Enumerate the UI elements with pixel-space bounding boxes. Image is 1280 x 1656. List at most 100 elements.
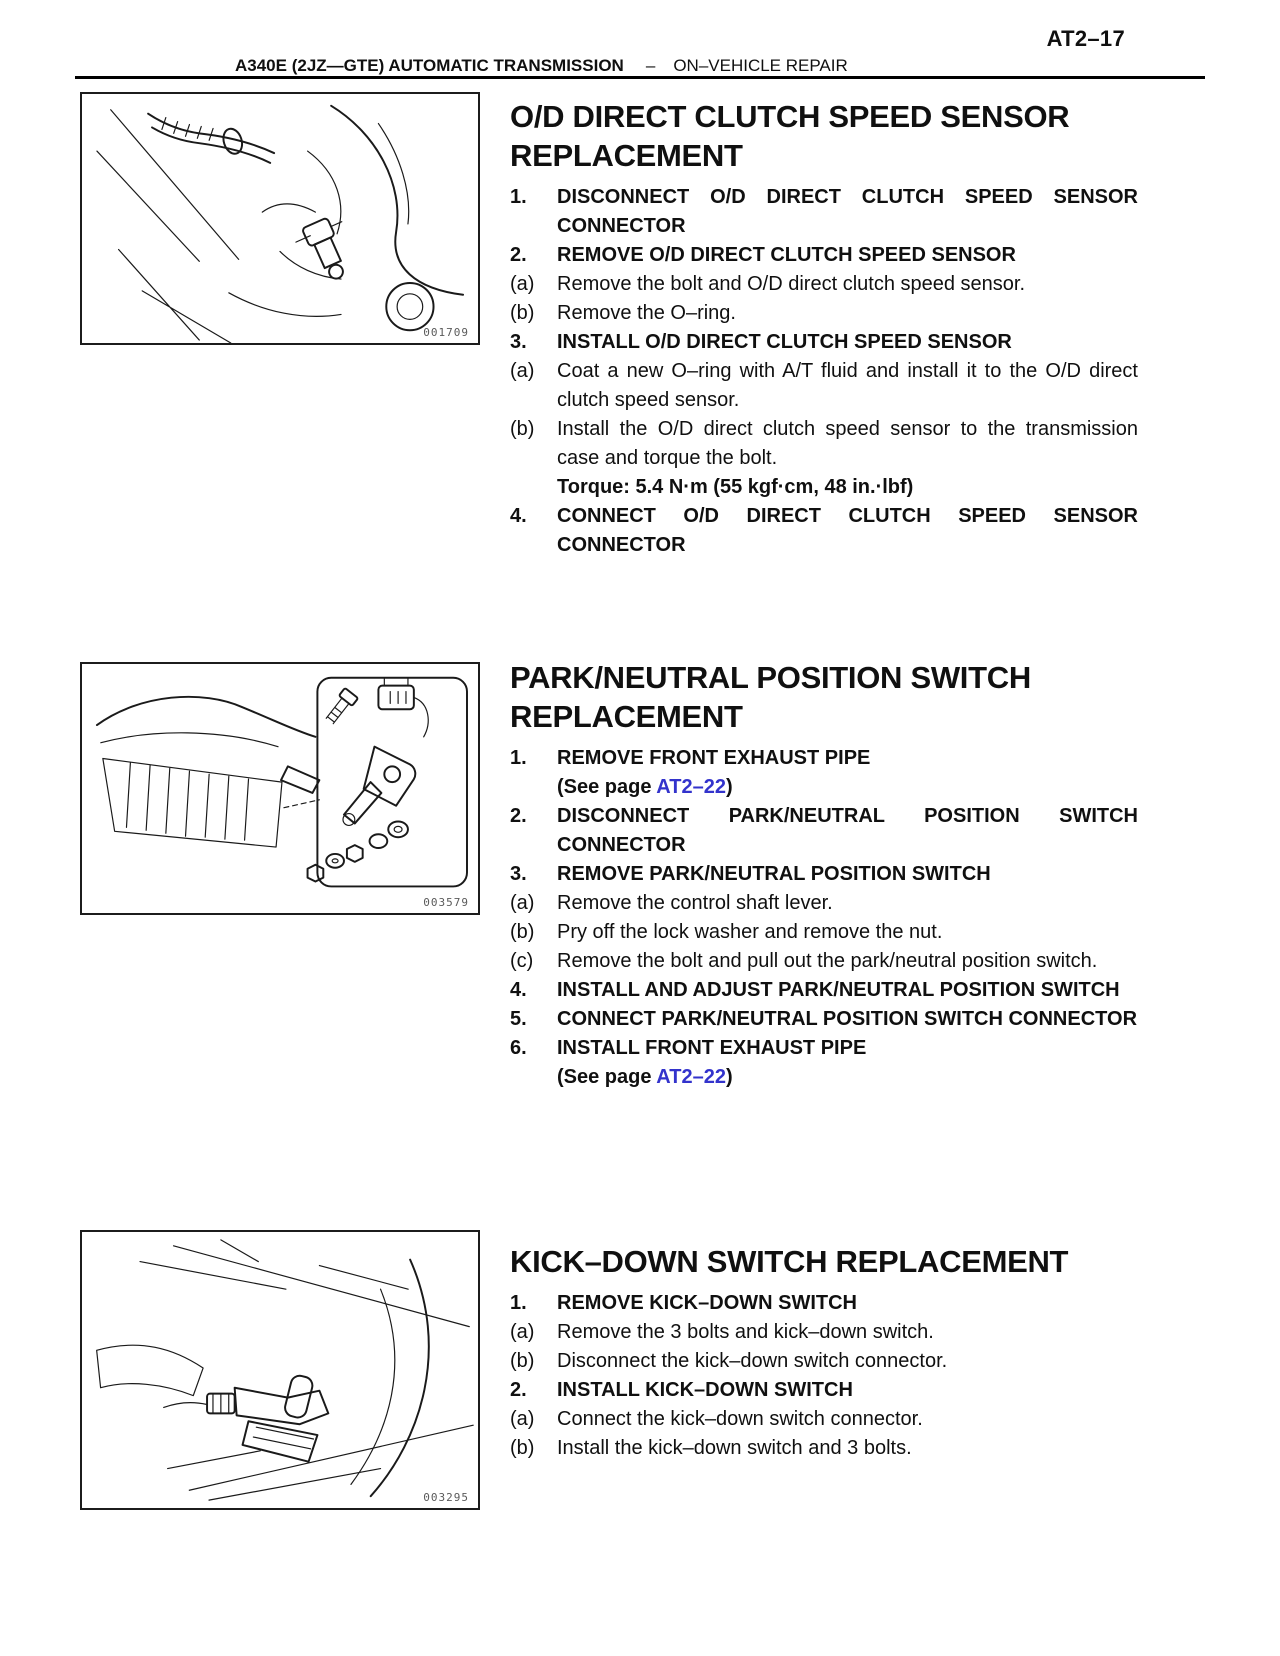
- step-text: CONNECT PARK/NEUTRAL POSITION SWITCH CON…: [557, 1008, 1138, 1030]
- running-header: A340E (2JZ—GTE) AUTOMATIC TRANSMISSION –O…: [235, 56, 848, 76]
- substep-text: Remove the O–ring.: [557, 302, 736, 324]
- step: 4.CONNECT O/D DIRECT CLUTCH SPEED SENSOR…: [510, 502, 1138, 560]
- substep: (b) Install the O/D direct clutch speed s…: [510, 415, 1138, 473]
- substep: (b) Install the kick–down switch and 3 bo…: [510, 1434, 1138, 1463]
- substep-letter: (b): [510, 921, 535, 943]
- page-link-at2-22[interactable]: AT2–22: [656, 1066, 726, 1088]
- substep-letter: (c): [510, 950, 534, 972]
- step: 5. CONNECT PARK/NEUTRAL POSITION SWITCH C…: [510, 1005, 1138, 1034]
- see-page-prefix: (See page: [557, 776, 657, 798]
- torque-spec: Torque: 5.4 N·m (55 kgf·cm, 48 in.·lbf): [510, 473, 1138, 502]
- see-page-note: (See page AT2–22): [510, 773, 1138, 802]
- running-header-separator: –: [645, 56, 656, 75]
- step: 3. INSTALL O/D DIRECT CLUTCH SPEED SENSOR: [510, 328, 1138, 357]
- see-page-suffix: ): [725, 1066, 733, 1088]
- step-text: REMOVE FRONT EXHAUST PIPE: [557, 747, 871, 769]
- substep-letter: (a): [510, 892, 535, 914]
- step-number: 5.: [510, 1008, 527, 1030]
- section-title: KICK–DOWN SWITCH REPLACEMENT: [510, 1244, 1069, 1279]
- od-speed-sensor-illustration: [96, 104, 465, 343]
- step-text: REMOVE PARK/NEUTRAL POSITION SWITCH: [557, 863, 991, 885]
- substep: (b) Remove the O–ring.: [510, 299, 1138, 328]
- substep: (c) Remove the bolt and pull out the park…: [510, 947, 1138, 976]
- switch-harness: [163, 1402, 208, 1409]
- step-text: REMOVE KICK–DOWN SWITCH: [557, 1292, 857, 1314]
- sensor-harness: [261, 203, 317, 213]
- substep-text: Remove the control shaft lever.: [557, 892, 833, 914]
- step: 2. REMOVE O/D DIRECT CLUTCH SPEED SENSOR: [510, 241, 1138, 270]
- step: 2. INSTALL KICK–DOWN SWITCH: [510, 1376, 1138, 1405]
- section-kick-down-switch: KICK–DOWN SWITCH REPLACEMENT 1.REMOVE KI…: [510, 1242, 1138, 1463]
- step-number: 3.: [510, 863, 527, 885]
- step-number: 2.: [510, 805, 527, 827]
- running-header-title: A340E (2JZ—GTE) AUTOMATIC TRANSMISSION: [235, 56, 624, 75]
- step-text: INSTALL KICK–DOWN SWITCH: [557, 1379, 853, 1401]
- substep: (b) Disconnect the kick–down switch conne…: [510, 1347, 1138, 1376]
- page-number: AT2–17: [1046, 26, 1125, 51]
- step-text: INSTALL O/D DIRECT CLUTCH SPEED SENSOR: [557, 331, 1012, 353]
- substep-text: Install the O/D direct clutch speed sens…: [557, 418, 1138, 469]
- section-title: PARK/NEUTRAL POSITION SWITCH REPLACEMENT: [510, 660, 1031, 734]
- substep-text: Remove the 3 bolts and kick–down switch.: [557, 1321, 934, 1343]
- substep: (a)Remove the 3 bolts and kick–down swit…: [510, 1318, 1138, 1347]
- page-link-at2-22[interactable]: AT2–22: [656, 776, 726, 798]
- substep: (a) Remove the control shaft lever.: [510, 889, 1138, 918]
- substep-text: Remove the bolt and pull out the park/ne…: [557, 950, 1098, 972]
- substep-text: Connect the kick–down switch connector.: [557, 1408, 923, 1430]
- substep: (a)Connect the kick–down switch connecto…: [510, 1405, 1138, 1434]
- step-text: DISCONNECT PARK/NEUTRAL POSITION SWITCH …: [557, 805, 1138, 856]
- substep-text: Install the kick–down switch and 3 bolts…: [557, 1437, 912, 1459]
- section-od-speed-sensor: O/D DIRECT CLUTCH SPEED SENSOR REPLACEME…: [510, 97, 1138, 560]
- step-number: 4.: [510, 979, 527, 1001]
- park-neutral-switch-illustration: [95, 676, 468, 888]
- kick-down-switch-illustration: [96, 1239, 474, 1501]
- substep-text: Remove the bolt and O/D direct clutch sp…: [557, 273, 1026, 295]
- step: 2. DISCONNECT PARK/NEUTRAL POSITION SWITC…: [510, 802, 1138, 860]
- figure-code: 001709: [423, 326, 469, 339]
- step-number: 2.: [510, 244, 527, 266]
- figure-code: 003295: [423, 1491, 469, 1504]
- control-shaft-lever: [279, 765, 321, 794]
- step-number: 1.: [510, 186, 527, 208]
- step-text: REMOVE O/D DIRECT CLUTCH SPEED SENSOR: [557, 244, 1016, 266]
- step-text: DISCONNECT O/D DIRECT CLUTCH SPEED SENSO…: [557, 186, 1138, 237]
- step-number: 4.: [510, 505, 527, 527]
- figure-od-speed-sensor: 001709: [80, 92, 480, 345]
- step: 4. INSTALL AND ADJUST PARK/NEUTRAL POSITI…: [510, 976, 1138, 1005]
- step: 1.REMOVE KICK–DOWN SWITCH: [510, 1289, 1138, 1318]
- figure-code: 003579: [423, 896, 469, 909]
- running-header-section: ON–VEHICLE REPAIR: [673, 56, 848, 75]
- figure-park-neutral-switch: 003579: [80, 662, 480, 915]
- speed-sensor: [295, 217, 344, 280]
- kick-down-switch: [206, 1374, 330, 1426]
- pedal: [241, 1420, 319, 1463]
- step-text: INSTALL FRONT EXHAUST PIPE: [557, 1037, 867, 1059]
- substep: (a) Remove the bolt and O/D direct clutch…: [510, 270, 1138, 299]
- substep-letter: (b): [510, 302, 535, 324]
- step: 6. INSTALL FRONT EXHAUST PIPE: [510, 1034, 1138, 1063]
- step-number: 1.: [510, 747, 527, 769]
- substep-text: Coat a new O–ring with A/T fluid and ins…: [557, 360, 1138, 411]
- section-park-neutral-switch: PARK/NEUTRAL POSITION SWITCH REPLACEMENT…: [510, 658, 1138, 1092]
- substep-text: Disconnect the kick–down switch connecto…: [557, 1350, 948, 1372]
- section-title: O/D DIRECT CLUTCH SPEED SENSOR REPLACEME…: [510, 99, 1070, 173]
- substep: (b)Pry off the lock washer and remove th…: [510, 918, 1138, 947]
- substep-letter: (b): [510, 1437, 535, 1459]
- substep-letter: (a): [510, 360, 535, 382]
- substep-letter: (a): [510, 273, 535, 295]
- step-number: 6.: [510, 1037, 527, 1059]
- see-page-suffix: ): [725, 776, 733, 798]
- bolt: [325, 687, 359, 725]
- park-neutral-switch: [342, 745, 417, 826]
- step-number: 3.: [510, 331, 527, 353]
- torque-spec-text: Torque: 5.4 N·m (55 kgf·cm, 48 in.·lbf): [557, 476, 914, 498]
- washers-and-nuts: [306, 820, 409, 883]
- figure-kick-down-switch: 003295: [80, 1230, 480, 1510]
- see-page-prefix: (See page: [557, 1066, 657, 1088]
- step-text: INSTALL AND ADJUST PARK/NEUTRAL POSITION…: [557, 979, 1120, 1001]
- substep: (a) Coat a new O–ring with A/T fluid and …: [510, 357, 1138, 415]
- substep-letter: (b): [510, 1350, 535, 1372]
- substep-letter: (b): [510, 418, 535, 440]
- step-number: 2.: [510, 1379, 527, 1401]
